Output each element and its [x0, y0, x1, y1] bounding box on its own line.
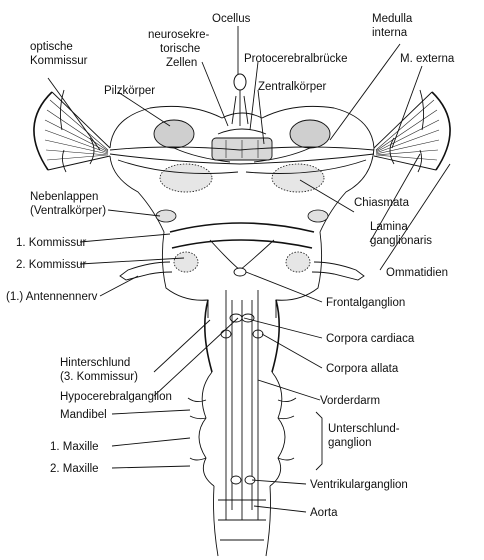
label-ocellus: Ocellus [212, 13, 251, 25]
label-medulla-interna-2: interna [372, 27, 408, 39]
label-antennennerv: (1.) Antennennerv [6, 291, 98, 303]
commissure-2 [171, 239, 313, 249]
label-optische-kommissur-2: Kommissur [30, 55, 88, 67]
label-ventrikularganglion: Ventrikularganglion [310, 479, 408, 491]
accessory-lobe-right [307, 209, 329, 223]
anatomy-drawing [33, 73, 451, 557]
ventricular-ganglion [230, 475, 242, 485]
label-nebenlappen-2: (Ventralkörper) [30, 205, 106, 217]
aorta [213, 485, 271, 557]
label-chiasmata: Chiasmata [354, 197, 410, 209]
antennal-nerve-left [119, 261, 173, 281]
optic-tracts [109, 146, 375, 174]
label-ommatidien: Ommatidien [386, 267, 448, 279]
foregut [225, 290, 259, 520]
right-compound-eye [373, 89, 451, 173]
label-mandibel: Mandibel [60, 409, 107, 421]
label-neurosekret-3: Zellen [166, 57, 197, 69]
label-nebenlappen-1: Nebenlappen [30, 191, 98, 203]
label-pilzkoerper: Pilzkörper [104, 85, 155, 97]
label-aorta: Aorta [310, 507, 338, 519]
leader-lines [47, 26, 451, 513]
label-corpora-allata: Corpora allata [326, 363, 399, 375]
label-hinterschlund-1: Hinterschlund [60, 357, 130, 369]
label-neurosekret-1: neurosekre- [148, 29, 210, 41]
label-protocerebralbruecke: Protocerebralbrücke [244, 53, 348, 65]
label-hinterschlund-2: (3. Kommissur) [60, 371, 138, 383]
label-kommissur-2: 2. Kommissur [16, 259, 86, 271]
label-vorderdarm: Vorderdarm [320, 395, 380, 407]
label-lamina-1: Lamina [370, 221, 408, 233]
label-zentralkoerper: Zentralkörper [258, 81, 327, 93]
label-medulla-interna-1: Medulla [372, 13, 413, 25]
accessory-lobe-left [155, 209, 177, 223]
left-compound-eye [33, 89, 111, 173]
label-kommissur-1: 1. Kommissur [16, 237, 86, 249]
label-unterschlund-2: ganglion [328, 437, 371, 449]
label-frontalganglion: Frontalganglion [326, 297, 405, 309]
antennal-nerve-right [311, 261, 365, 281]
label-maxille-1: 1. Maxille [50, 441, 99, 453]
frontal-ganglion [233, 267, 247, 277]
label-maxille-2: 2. Maxille [50, 463, 99, 475]
label-neurosekret-2: torische [160, 43, 200, 55]
label-lamina-2: ganglionaris [370, 235, 432, 247]
label-corpora-cardiaca: Corpora cardiaca [326, 333, 415, 345]
antennal-lobe-left [173, 251, 199, 273]
mushroom-bodies [153, 119, 331, 193]
circumoesophageal-connectives [204, 299, 280, 373]
labels: Ocellus neurosekre- torische Zellen Medu… [6, 13, 455, 519]
frontal-connectives [209, 239, 275, 271]
ocellus [231, 73, 249, 126]
suboesophageal-ganglion [187, 371, 297, 487]
label-m-externa: M. externa [400, 53, 455, 65]
commissure-1 [169, 222, 315, 233]
label-optische-kommissur-1: optische [30, 41, 73, 53]
antennal-lobe-right [285, 251, 311, 273]
label-unterschlund-1: Unterschlund- [328, 423, 400, 435]
label-hypocerebralganglion: Hypocerebralganglion [60, 391, 172, 403]
